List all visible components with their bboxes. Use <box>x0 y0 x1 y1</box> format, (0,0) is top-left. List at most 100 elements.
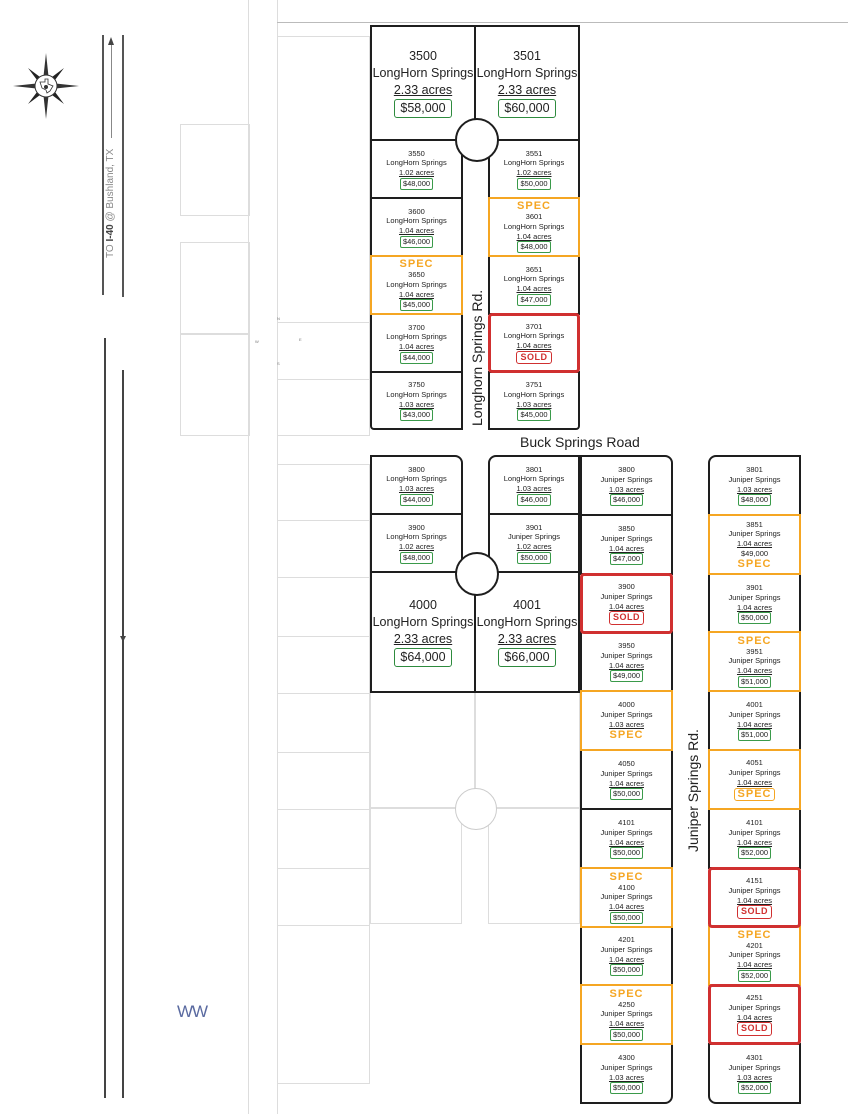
parcel <box>277 322 370 380</box>
lot-number: 4250 <box>618 999 635 1009</box>
lot-price: $49,000 <box>609 670 644 682</box>
lot-number: 3901 <box>746 583 763 592</box>
lot-acreage: 1.04 acres <box>516 341 552 351</box>
parcel-line <box>277 22 848 23</box>
lot-number: 3951 <box>746 646 763 656</box>
lot-price: $50,000 <box>609 911 644 924</box>
parcel <box>277 520 370 578</box>
lot-price: $50,000 <box>737 612 772 624</box>
highway-edge <box>122 370 124 1098</box>
lot-acreage: 1.04 acres <box>736 539 773 548</box>
spec-badge: SPEC <box>399 258 434 270</box>
spec-badge: SPEC <box>517 200 551 212</box>
lot-acreage: 1.04 acres <box>736 777 773 787</box>
lot-price: $45,000 <box>517 409 551 421</box>
lot-price: $48,000 <box>399 551 434 564</box>
lot-acreage: 1.04 acres <box>398 342 435 351</box>
longhorn-springs-rd-label: Longhorn Springs Rd. <box>469 289 485 426</box>
lot-price: $44,000 <box>399 493 434 506</box>
lot-street: Juniper Springs <box>507 532 561 542</box>
lot-number: 3500 <box>409 49 437 64</box>
lot-acreage: 1.02 acres <box>516 168 552 177</box>
lot-price: $43,000 <box>399 409 434 421</box>
parcel <box>370 808 462 924</box>
lot-street: Juniper Springs <box>600 944 653 954</box>
lot-street: LongHorn Springs <box>503 389 565 399</box>
lot-number: 3550 <box>408 148 425 158</box>
lot-price: $48,000 <box>517 241 551 253</box>
sold-badge: SOLD <box>516 350 552 365</box>
lot-price: $50,000 <box>609 788 644 800</box>
lot-number: 4301 <box>746 1053 763 1062</box>
lot-price: $66,000 <box>498 647 556 667</box>
to-i40-bold: I-40 <box>105 224 116 242</box>
lot-acreage: 1.02 acres <box>398 168 435 177</box>
lot-number: 4051 <box>746 758 763 768</box>
parcel <box>277 868 370 926</box>
lot-price: $46,000 <box>399 235 434 248</box>
lot-price: $51,000 <box>737 729 772 741</box>
lot-street: Juniper Springs <box>600 650 653 660</box>
lot-price: $49,000 <box>740 548 769 558</box>
compass-rose-texas-icon <box>13 53 79 119</box>
lot-street: Juniper Springs <box>728 950 781 960</box>
lot-price: $47,000 <box>517 293 551 306</box>
lot-number: 3701 <box>525 321 543 331</box>
lot-street: Juniper Springs <box>600 533 653 543</box>
lot-number: 4050 <box>618 759 635 768</box>
parcel <box>475 692 580 808</box>
lot-street: Juniper Springs <box>600 1009 653 1019</box>
lot-street: Juniper Springs <box>600 591 653 601</box>
lot-street: Juniper Springs <box>728 592 781 602</box>
lot-street: LongHorn Springs <box>476 66 578 81</box>
lot-number: 4201 <box>746 940 763 950</box>
lot-acreage: 1.04 acres <box>516 231 552 241</box>
parcel <box>277 636 370 694</box>
lot-number: 3800 <box>618 465 635 474</box>
lot-acreage: 2.33 acres <box>497 83 557 97</box>
lot-number: 4001 <box>513 598 541 613</box>
lot-street: LongHorn Springs <box>503 158 565 168</box>
lot-number: 3551 <box>525 148 543 158</box>
